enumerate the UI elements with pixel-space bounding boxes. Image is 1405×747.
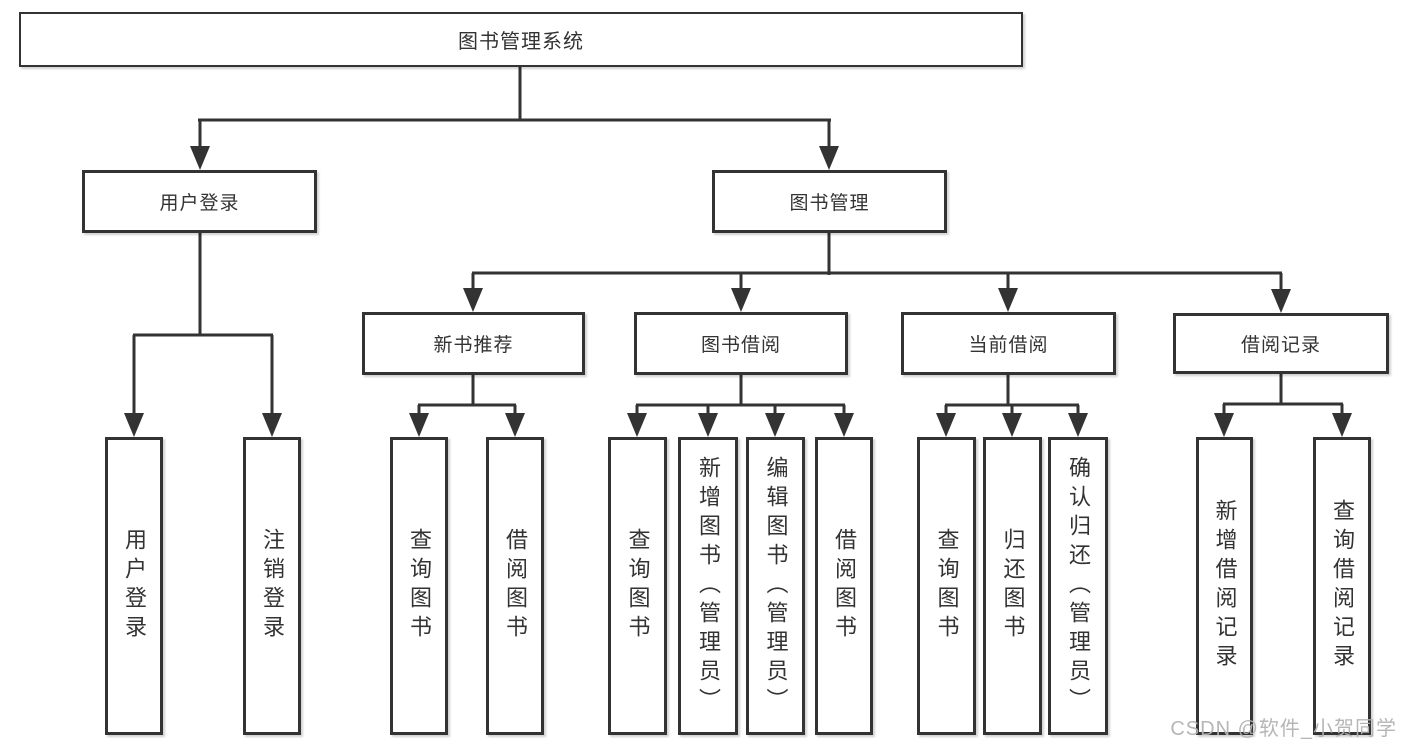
node-borrow-records: 借阅记录 <box>1173 313 1389 374</box>
connector-new-book-to-leaves <box>409 375 525 437</box>
leaf-query-borrow-record: 查询借阅记录 <box>1313 437 1371 735</box>
leaf-query-books: 查询图书 <box>608 437 667 735</box>
leaf-query-books: 查询图书 <box>390 437 448 735</box>
leaf-label: 新增图书（管理员） <box>696 455 721 717</box>
node-label: 借阅记录 <box>1240 335 1321 356</box>
leaf-label: 借阅图书 <box>832 528 857 644</box>
leaf-label: 编辑图书（管理员） <box>763 455 789 717</box>
leaf-query-books: 查询图书 <box>917 437 976 735</box>
leaf-label: 借阅图书 <box>503 528 528 644</box>
leaf-add-books-admin: 新增图书（管理员） <box>678 437 738 735</box>
leaf-label: 归还图书 <box>1000 528 1026 644</box>
node-label: 用户登录 <box>159 193 240 214</box>
node-book-borrow: 图书借阅 <box>634 312 848 375</box>
leaf-add-borrow-record: 新增借阅记录 <box>1196 437 1253 735</box>
node-user-login: 用户登录 <box>82 170 317 233</box>
leaf-label: 查询借阅记录 <box>1330 499 1355 673</box>
node-current-borrow: 当前借阅 <box>901 312 1116 375</box>
connector-user-login-to-leaves <box>124 233 282 437</box>
leaf-label: 新增借阅记录 <box>1212 499 1238 673</box>
leaf-user-login: 用户登录 <box>105 437 163 735</box>
leaf-label: 查询图书 <box>625 528 651 644</box>
leaf-borrow-books: 借阅图书 <box>486 437 544 735</box>
node-label: 图书借阅 <box>700 335 781 356</box>
node-label: 图书管理系统 <box>458 31 584 53</box>
connector-borrow-records-to-leaves <box>1214 374 1352 437</box>
leaf-label: 查询图书 <box>934 528 960 644</box>
leaf-return-books: 归还图书 <box>983 437 1042 735</box>
leaf-label: 用户登录 <box>122 528 147 644</box>
node-label: 图书管理 <box>789 193 870 214</box>
leaf-label: 确认归还（管理员） <box>1066 455 1091 717</box>
node-label: 当前借阅 <box>968 335 1049 356</box>
node-root-library-system: 图书管理系统 <box>19 12 1023 67</box>
leaf-borrow-books: 借阅图书 <box>815 437 873 735</box>
leaf-label: 注销登录 <box>260 528 285 644</box>
leaf-confirm-return-admin: 确认归还（管理员） <box>1048 437 1108 735</box>
node-book-management: 图书管理 <box>712 170 947 233</box>
connector-book-borrow-to-leaves <box>627 375 854 437</box>
csdn-watermark: CSDN @软件_小贺同学 <box>1170 718 1397 740</box>
leaf-label: 查询图书 <box>407 528 432 644</box>
leaf-edit-books-admin: 编辑图书（管理员） <box>746 437 805 735</box>
connector-root-to-level2 <box>190 67 839 170</box>
node-label: 新书推荐 <box>433 335 514 356</box>
connector-current-borrow-to-leaves <box>936 375 1088 437</box>
connector-book-mgmt-to-level3 <box>463 233 1291 313</box>
leaf-logout: 注销登录 <box>243 437 301 735</box>
node-new-book-recommend: 新书推荐 <box>362 312 585 375</box>
